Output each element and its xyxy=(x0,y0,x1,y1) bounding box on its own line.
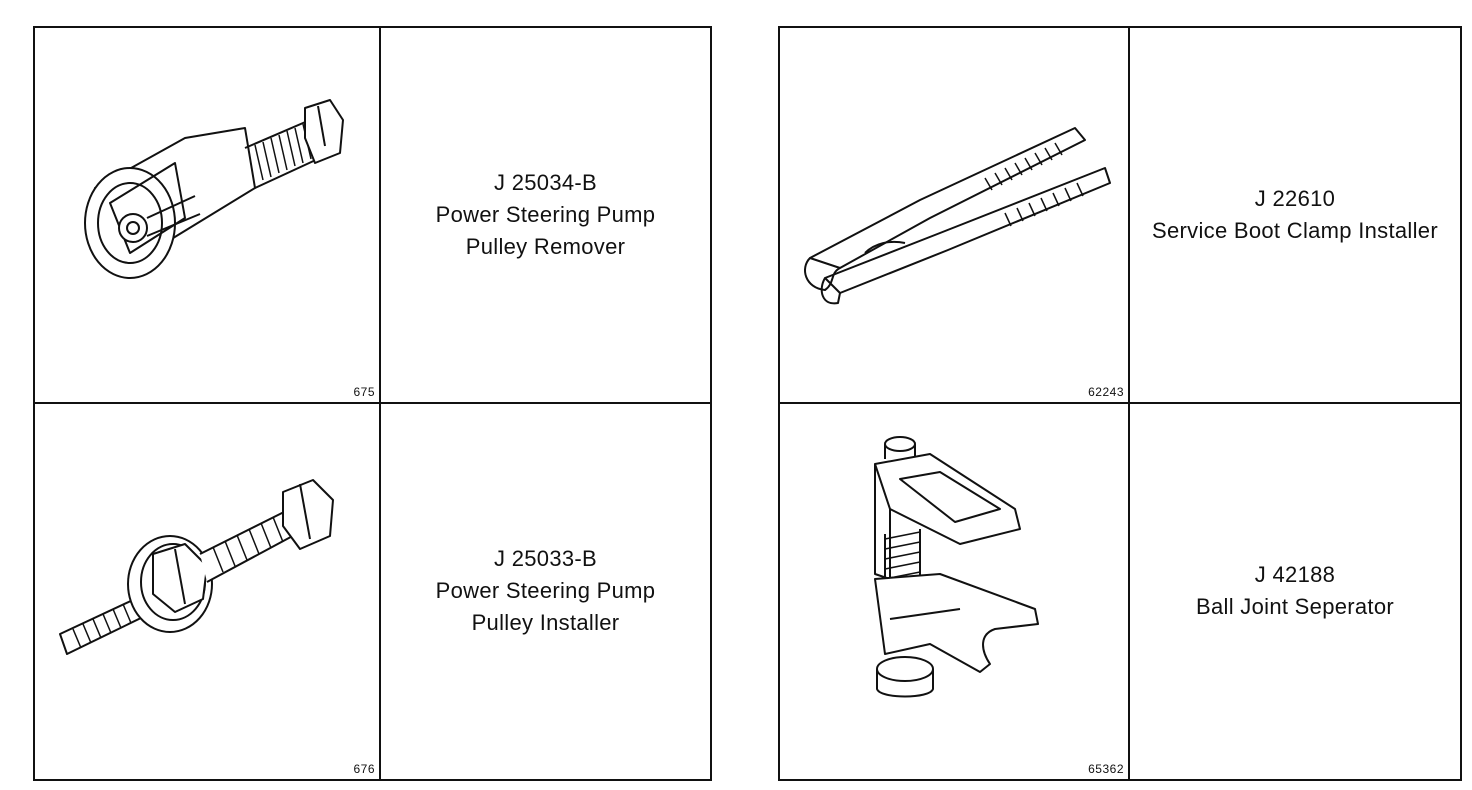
tool-name-line: Pulley Installer xyxy=(471,610,620,636)
tool-description-cell: J 25034-B Power Steering Pump Pulley Rem… xyxy=(381,28,710,404)
tool-illustration-cell: 62243 xyxy=(780,28,1130,404)
figure-number: 676 xyxy=(353,762,375,776)
tool-name-line: Ball Joint Seperator xyxy=(1196,594,1394,620)
figure-number: 65362 xyxy=(1088,762,1124,776)
tool-description-cell: J 42188 Ball Joint Seperator xyxy=(1130,404,1460,780)
figure-number: 675 xyxy=(353,384,375,399)
ball-joint-separator-icon xyxy=(780,404,1128,780)
part-number: J 25033-B xyxy=(494,546,597,572)
pulley-remover-icon xyxy=(35,28,379,404)
part-number: J 22610 xyxy=(1254,185,1336,211)
tool-name-line: Power Steering Pump xyxy=(435,578,656,604)
tool-illustration-cell: 676 xyxy=(35,403,381,780)
pulley-installer-icon xyxy=(35,404,379,780)
tool-table-right: 62243 J 22610 Service Boot Clamp Install… xyxy=(778,26,1462,781)
tool-name-line: Pulley Remover xyxy=(465,233,626,259)
tool-table-left: 675 J 25034-B Power Steering Pump Pulley… xyxy=(33,26,712,781)
part-number: J 42188 xyxy=(1254,562,1336,588)
tool-illustration-cell: 675 xyxy=(35,28,381,404)
figure-number: 62243 xyxy=(1088,384,1124,399)
tool-description-cell: J 25033-B Power Steering Pump Pulley Ins… xyxy=(381,404,710,780)
tool-description-cell: J 22610 Service Boot Clamp Installer xyxy=(1130,28,1460,404)
part-number: J 25034-B xyxy=(494,169,597,195)
boot-clamp-pliers-icon xyxy=(780,28,1128,404)
tool-name-line: Service Boot Clamp Installer xyxy=(1152,217,1438,243)
tool-name-line: Power Steering Pump xyxy=(435,201,656,227)
tool-illustration-cell: 65362 xyxy=(780,403,1130,780)
